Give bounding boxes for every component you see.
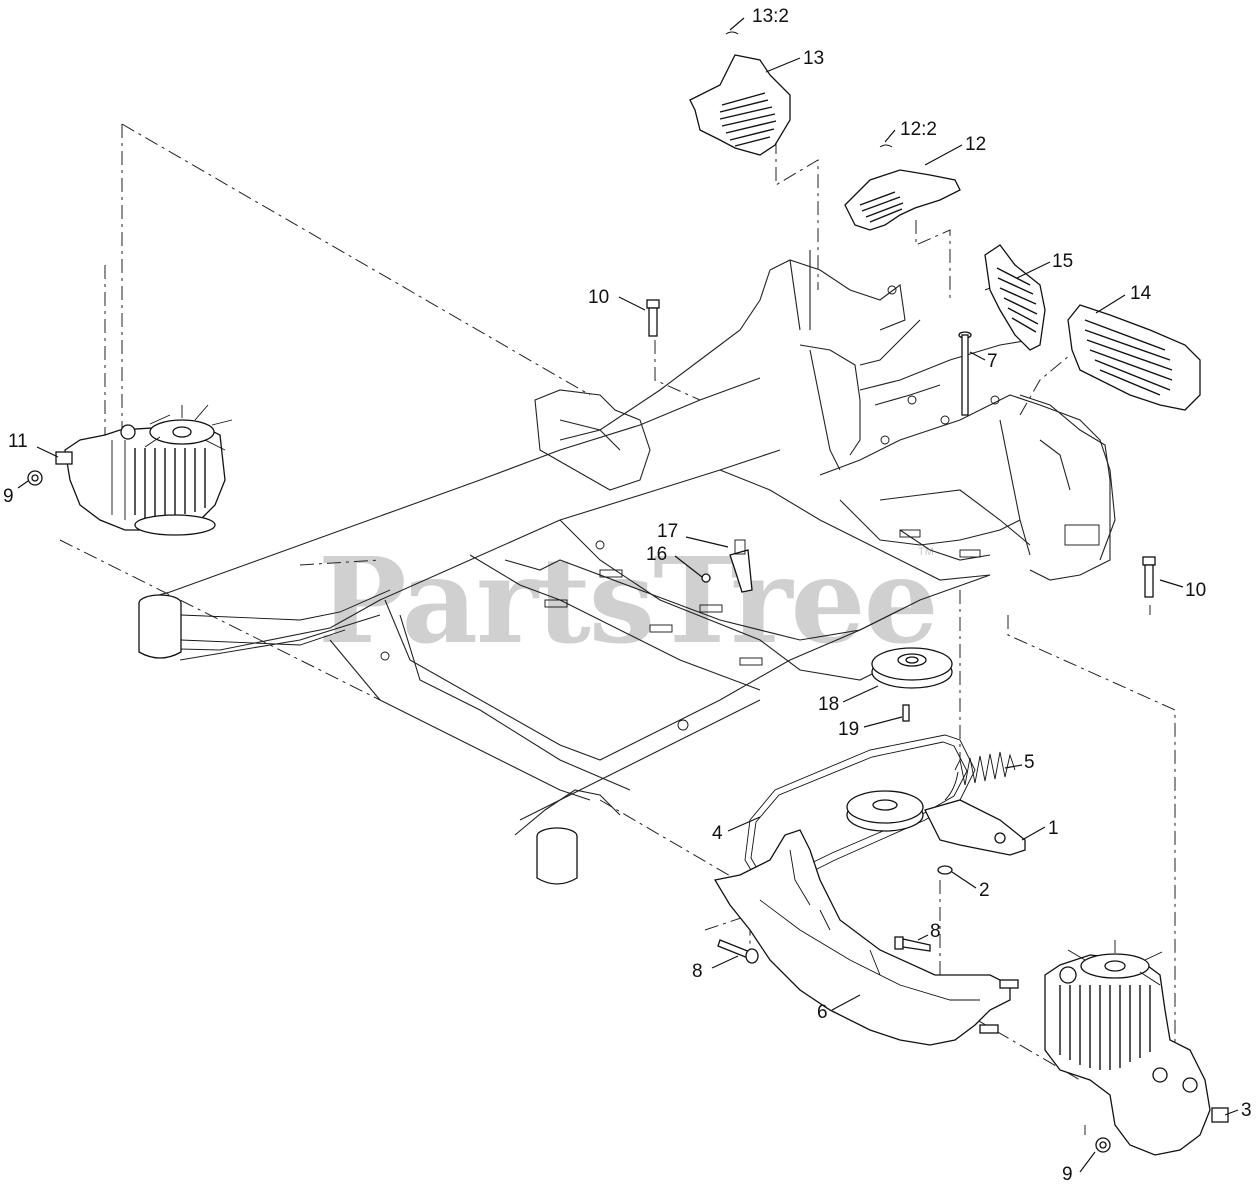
watermark-text: PartsTree [318,531,937,670]
callout-18: 18 [818,694,839,715]
callout-10-right: 10 [1185,580,1206,601]
callout-12-2: 12:2 [900,119,937,140]
part-15-shroud [984,244,1046,351]
nut-9-left [27,470,43,486]
callout-17: 17 [657,521,678,542]
leader-lines [17,17,1239,1173]
plate-17 [729,539,753,593]
bolt-10-right [1142,556,1156,598]
nut-9-bottom [1095,1137,1111,1153]
callout-2: 2 [979,880,990,901]
callout-3: 3 [1241,1100,1252,1121]
callout-7: 7 [987,351,998,372]
pin-8-right [894,936,931,952]
part-14-shroud [1067,304,1201,411]
bracket-6 [713,829,1019,1046]
screw-16 [701,573,711,583]
callout-10-top: 10 [588,287,609,308]
callout-11: 11 [8,431,28,452]
callout-9-left: 9 [3,486,14,507]
bolt-10-top [646,299,660,337]
left-transaxle-11 [55,404,233,536]
callout-16: 16 [646,544,667,565]
callout-9-bottom: 9 [1062,1164,1073,1184]
idler-arm-1 [924,799,1026,856]
right-transaxle-3 [1044,940,1229,1156]
callout-13: 13 [803,48,824,69]
bolt-7 [958,331,972,416]
callout-14: 14 [1130,283,1152,304]
callout-4: 4 [712,823,723,844]
callout-19: 19 [838,719,859,740]
callout-1: 1 [1048,818,1059,839]
callout-labels: 13:2 13 12:2 12 15 14 10 7 11 9 17 16 10… [3,6,1252,1184]
part-12-shroud [844,144,961,231]
callout-5: 5 [1024,752,1035,773]
watermark: PartsTree TM [318,531,939,670]
pulley-18 [871,647,953,689]
idler-pulley [846,790,924,832]
spring-5 [944,751,1016,801]
pin-8-left [717,939,759,964]
watermark-trademark: TM [918,546,934,558]
callout-13-2: 13:2 [752,6,789,27]
callout-8-left: 8 [692,961,703,982]
callout-15: 15 [1052,251,1073,272]
part-13-shroud [689,31,791,156]
callout-8-right: 8 [930,921,941,942]
assembly-guide-lines [59,123,1176,1135]
callout-12: 12 [965,134,986,155]
callout-6: 6 [817,1002,828,1023]
bushing-2 [937,865,953,875]
main-frame [138,250,1116,885]
key-19 [902,704,910,722]
